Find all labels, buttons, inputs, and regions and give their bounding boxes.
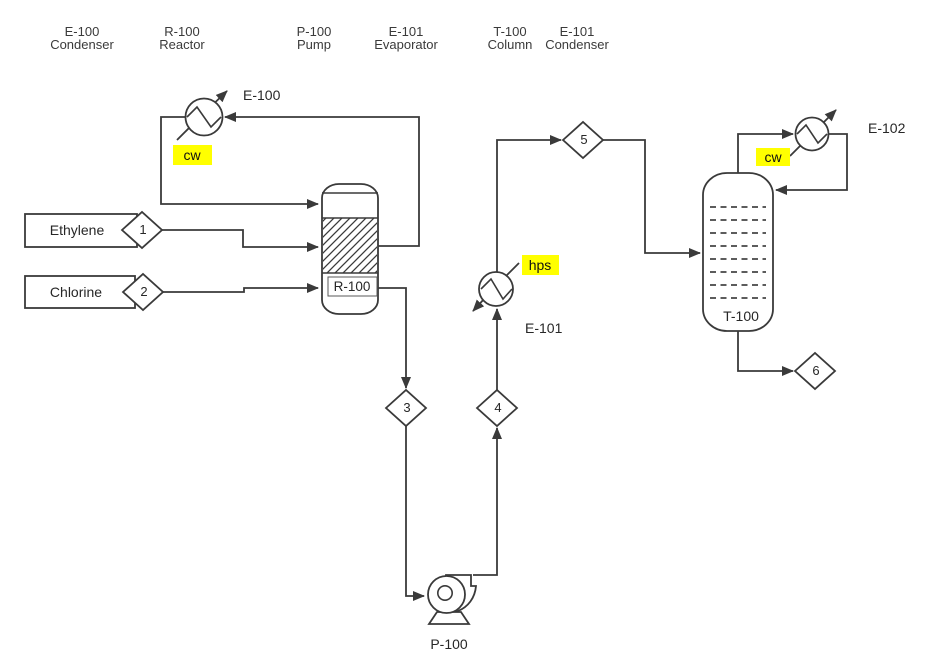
e100-utility-label[interactable]: cw [173,145,212,165]
legend-t100-column: T-100 Column [460,25,560,51]
e102-tag: E-102 [868,120,906,136]
legend-name: Condenser [545,37,609,52]
reactor-r100[interactable]: R-100 [321,183,379,315]
pump-tag: P-100 [430,636,468,652]
feed-box-chlorine[interactable]: Chlorine [24,275,136,309]
e101-tag: E-101 [525,320,563,336]
edge-reactor-to-stream3 [378,287,411,389]
legend-code: P-100 [296,24,332,39]
legend-code: E-101 [559,24,595,39]
legend-code: T-100 [493,24,527,39]
e100-tag: E-100 [243,87,281,103]
edge-reactor-to-e100 [224,112,420,247]
feed-box-ethylene-rect[interactable] [24,213,138,248]
stream-diamond-5[interactable]: 5 [561,120,605,160]
legend-name: Pump [297,37,331,52]
legend-name: Condenser [50,37,114,52]
e102-utility-text: cw [764,149,782,165]
stream-number-5: 5 [580,132,587,147]
e100-coil-zigzag [186,105,222,129]
edge-chlorine-to-reactor [163,283,319,293]
e101-coil-zigzag [480,277,513,301]
column-t100[interactable]: T-100 [702,172,774,332]
legend-e101-evaporator: E-101 Evaporator [356,25,456,51]
e102-utility-highlight [756,148,790,166]
legend-code: E-100 [64,24,100,39]
feed-box-ethylene-label: Ethylene [50,222,105,238]
pump-impeller-circle [436,584,453,601]
stream-number-6: 6 [812,363,819,378]
legend-name: Evaporator [374,37,438,52]
legend-code: E-101 [388,24,424,39]
stream-diamond-4[interactable]: 4 [475,388,519,428]
legend-p100-pump: P-100 Pump [264,25,364,51]
reactor-tag: R-100 [334,279,371,294]
stream-number-4: 4 [494,400,501,415]
stream-diamond-5-shape[interactable] [561,120,605,160]
evaporator-e101[interactable]: E-101 hps [472,255,563,336]
pump-base [427,611,471,625]
stream-diamond-1[interactable]: 1 [120,210,164,250]
edge-column-to-e102 [737,129,794,174]
e102-utility-label[interactable]: cw [756,148,790,166]
legend-e100-condenser: E-100 Condenser [32,25,132,51]
reactor-tag-box [327,276,378,297]
feed-box-ethylene[interactable]: Ethylene [24,213,138,248]
condenser-e100[interactable]: E-100 cw [173,87,281,165]
stream-number-1: 1 [139,222,146,237]
e101-utility-text: hps [529,257,552,273]
pump-p100[interactable]: P-100 [427,574,477,652]
e100-utility-highlight [173,145,212,165]
legend-name: Reactor [159,37,205,52]
legend-name: Column [487,37,533,52]
edge-stream5-to-column [603,139,701,258]
stream-diamond-3-shape[interactable] [384,388,428,428]
stream-diamond-6[interactable]: 6 [793,351,837,391]
legend-e101-condenser: E-101 Condenser [527,25,627,51]
column-tag: T-100 [723,308,759,324]
e101-utility-label[interactable]: hps [522,255,559,275]
stream-diamond-1-shape[interactable] [120,210,164,250]
stream-diamond-2[interactable]: 2 [121,272,165,312]
condenser-e102[interactable]: E-102 cw [756,109,906,166]
stream-number-3: 3 [403,400,410,415]
edge-stream3-to-pump [405,426,425,601]
e101-utility-highlight [522,255,559,275]
e100-utility-text: cw [183,147,201,163]
column-vessel[interactable] [702,172,774,332]
edge-e102-to-column [775,133,848,195]
e102-coil-zigzag [796,123,828,145]
reactor-catalyst-bed [323,218,377,273]
stream-diamond-4-shape[interactable] [475,388,519,428]
feed-box-chlorine-rect[interactable] [24,275,136,309]
stream-diamond-6-shape[interactable] [793,351,837,391]
pump-casing-circle[interactable] [427,575,466,614]
e101-circle[interactable] [478,271,514,307]
edge-e101-to-stream5 [496,135,562,272]
legend-code: R-100 [164,24,200,39]
edge-pump-to-stream4 [473,427,502,576]
edge-ethylene-to-reactor [162,229,319,252]
stream-diamond-2-shape[interactable] [121,272,165,312]
stream-number-2: 2 [140,284,147,299]
stream-diamond-3[interactable]: 3 [384,388,428,428]
edge-e100-to-reactor [160,116,319,209]
legend-r100-reactor: R-100 Reactor [132,25,232,51]
feed-box-chlorine-label: Chlorine [50,284,102,300]
edge-column-to-stream6 [737,331,794,376]
